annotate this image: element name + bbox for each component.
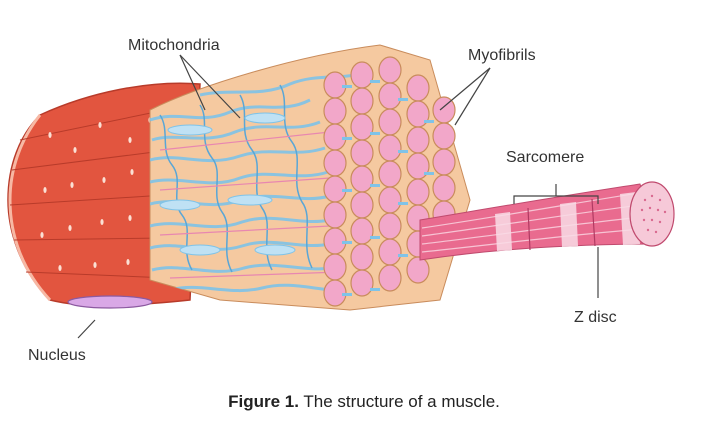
myofibril-cross-section	[350, 217, 374, 245]
myofibril-cross-section	[350, 191, 374, 219]
myofibril-cross-section	[432, 148, 456, 176]
label-sarcomere: Sarcomere	[506, 149, 584, 166]
myofibril-cross-section	[432, 122, 456, 150]
mitochondrion-segment	[370, 236, 380, 239]
myofibril-cross-section	[323, 149, 347, 177]
myofibril-cross-section	[350, 87, 374, 115]
myofibril-cross-section	[323, 201, 347, 229]
myofibril-cross-section	[350, 243, 374, 271]
mitochondrion-segment	[424, 120, 434, 123]
myofibril-cross-section	[406, 256, 430, 284]
myofibril-cross-section	[378, 134, 402, 162]
myofibril-cross-section	[378, 238, 402, 266]
mitochondrion-segment	[398, 202, 408, 205]
mitochondrion-segment	[424, 172, 434, 175]
label-z-disc: Z disc	[574, 309, 617, 326]
myofibril-cross-section	[406, 152, 430, 180]
myofibril-cross-section	[323, 97, 347, 125]
myofibril-cross-section	[406, 74, 430, 102]
myofibril-cross-section	[406, 100, 430, 128]
extended-myofibril	[419, 181, 675, 261]
mitochondrion-segment	[398, 254, 408, 257]
caption-text: The structure of a muscle.	[298, 392, 500, 411]
mitochondrion-segment	[370, 132, 380, 135]
mitochondrion-segment	[370, 288, 380, 291]
myofibril-cross-section	[406, 178, 430, 206]
myofibril-cross-section	[406, 126, 430, 154]
label-mitochondria: Mitochondria	[128, 37, 220, 54]
myofibril-cross-section	[350, 165, 374, 193]
myofibril-cross-sections	[323, 56, 456, 307]
mitochondrion-segment	[342, 293, 352, 296]
myofibril-cross-section	[350, 139, 374, 167]
label-myofibrils: Myofibrils	[468, 47, 536, 64]
myofibril-cross-section	[378, 108, 402, 136]
caption-prefix: Figure 1.	[228, 392, 299, 411]
mitochondrion-segment	[342, 85, 352, 88]
myofibril-cross-section	[432, 174, 456, 202]
myofibril-cross-section	[350, 61, 374, 89]
myofibril-cross-section	[378, 212, 402, 240]
myofibril-cross-section	[378, 160, 402, 188]
figure-caption: Figure 1. The structure of a muscle.	[0, 392, 728, 412]
leader-lines	[77, 54, 599, 339]
mitochondrion-segment	[370, 184, 380, 187]
myofibril-cross-section	[323, 253, 347, 281]
mitochondrion-segment	[342, 137, 352, 140]
mitochondrion-segment	[370, 80, 380, 83]
label-nucleus: Nucleus	[28, 347, 86, 364]
myofibril-cross-section	[350, 113, 374, 141]
myofibril-cross-section	[378, 264, 402, 292]
mitochondrion-segment	[398, 98, 408, 101]
mitochondrion-segment	[342, 189, 352, 192]
myofibril-cross-section	[378, 82, 402, 110]
myofibril-cross-section	[378, 56, 402, 84]
myofibril-cross-section	[378, 186, 402, 214]
myofibril-cross-section	[350, 269, 374, 297]
nucleus-shape	[67, 295, 153, 309]
mitochondrion-segment	[398, 150, 408, 153]
mitochondrion-segment	[342, 241, 352, 244]
